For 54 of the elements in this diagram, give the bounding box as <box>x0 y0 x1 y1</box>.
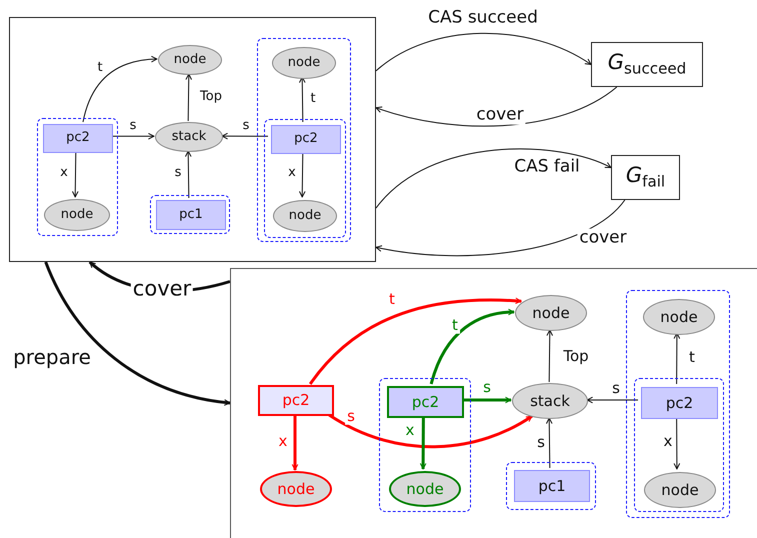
state-frame <box>9 17 376 262</box>
pc-box: pc1 <box>514 470 590 502</box>
node-ellipse: node <box>515 295 587 331</box>
node-ellipse: node <box>260 471 332 507</box>
dashed-group <box>506 462 596 510</box>
dashed-group <box>257 38 351 242</box>
pc-box: pc2 <box>271 125 341 154</box>
node-ellipse: stack <box>155 122 223 152</box>
state-frame <box>230 268 757 538</box>
node-ellipse: node <box>643 299 715 335</box>
pc-box: pc1 <box>156 200 226 230</box>
result-box: G$_{fail}$ <box>611 155 680 200</box>
arrow <box>376 148 612 209</box>
arrow <box>430 308 514 384</box>
arrow <box>328 414 533 448</box>
pc-box: pc2 <box>43 124 113 153</box>
arrow <box>44 261 230 406</box>
arrow <box>184 150 192 198</box>
arrow <box>376 200 626 256</box>
arrow <box>72 150 79 198</box>
arrow <box>546 418 553 468</box>
arrow <box>462 396 512 404</box>
node-ellipse: stack <box>512 383 588 419</box>
arrow <box>185 74 192 122</box>
edge-label: t <box>450 316 460 334</box>
pc-box: pc2 <box>641 387 718 419</box>
dashed-group <box>634 378 724 512</box>
dashed-group <box>37 118 118 236</box>
node-ellipse: node <box>389 471 461 507</box>
arrow <box>420 416 426 470</box>
arrow <box>376 32 592 72</box>
edge-label: Top <box>198 90 224 104</box>
node-ellipse: node <box>158 45 222 75</box>
node-ellipse: node <box>44 199 110 231</box>
dashed-group <box>379 378 471 512</box>
node-ellipse: node <box>273 200 337 232</box>
arrow <box>674 332 680 384</box>
arrow <box>222 132 268 140</box>
node-ellipse: node <box>644 472 716 508</box>
arrow <box>376 86 618 127</box>
pc-box: pc2 <box>258 385 334 416</box>
arrow <box>82 56 158 122</box>
edge-label: Top <box>561 348 591 364</box>
dashed-group <box>264 119 346 238</box>
node-ellipse: node <box>272 47 336 79</box>
arrow <box>298 76 306 122</box>
dashed-group <box>626 290 730 518</box>
arrow <box>292 415 298 470</box>
pc-box: pc2 <box>387 386 464 418</box>
result-box: G$_{succeed}$ <box>591 42 703 87</box>
arrow <box>586 396 638 404</box>
dashed-group <box>150 195 230 234</box>
arrow <box>546 330 554 382</box>
arrow <box>309 298 522 385</box>
